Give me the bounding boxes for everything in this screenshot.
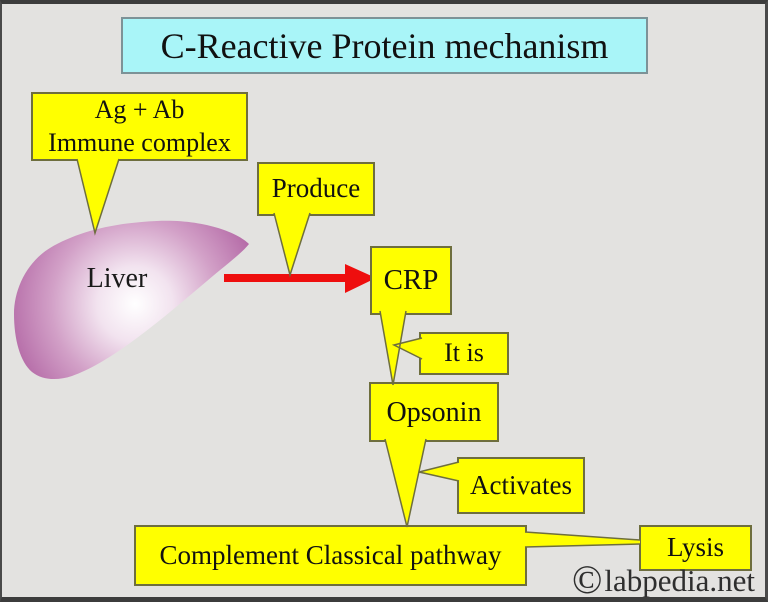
callout-lysis: Lysis: [639, 525, 752, 571]
callout-immune-complex: Ag + Ab Immune complex: [31, 92, 248, 161]
watermark-text: labpedia.net: [604, 562, 755, 598]
crp-label: CRP: [383, 264, 439, 297]
callout-activates: Activates: [457, 457, 585, 514]
liver-label: Liver: [86, 263, 148, 294]
lysis-tail: [525, 532, 640, 547]
it-is-label: It is: [444, 338, 484, 368]
callout-opsonin: Opsonin: [369, 382, 499, 442]
lysis-label: Lysis: [666, 532, 725, 563]
crp-tail: [380, 310, 406, 385]
immune-complex-line2: Immune complex: [48, 127, 231, 157]
copyright-icon: ©: [571, 557, 603, 602]
page-title: C-Reactive Protein mechanism: [160, 25, 609, 66]
opsonin-tail: [385, 438, 426, 527]
activates-tail: [419, 462, 459, 481]
opsonin-label: Opsonin: [386, 396, 482, 428]
callout-complement-pathway: Complement Classical pathway: [134, 525, 527, 586]
activates-label: Activates: [470, 469, 572, 500]
produce-label: Produce: [271, 173, 361, 204]
callout-produce: Produce: [257, 162, 375, 216]
callout-crp: CRP: [370, 246, 452, 315]
complement-label: Complement Classical pathway: [159, 539, 502, 570]
produce-tail: [274, 212, 310, 275]
immune-complex-line1: Ag + Ab: [94, 95, 185, 124]
watermark: © labpedia.net: [571, 557, 755, 602]
produce-arrow: [224, 264, 376, 293]
callout-it-is: It is: [419, 332, 509, 375]
immune-complex-tail: [77, 158, 119, 233]
title-box: C-Reactive Protein mechanism: [121, 17, 648, 74]
it-is-tail: [394, 338, 422, 359]
liver-shape: [14, 220, 249, 380]
